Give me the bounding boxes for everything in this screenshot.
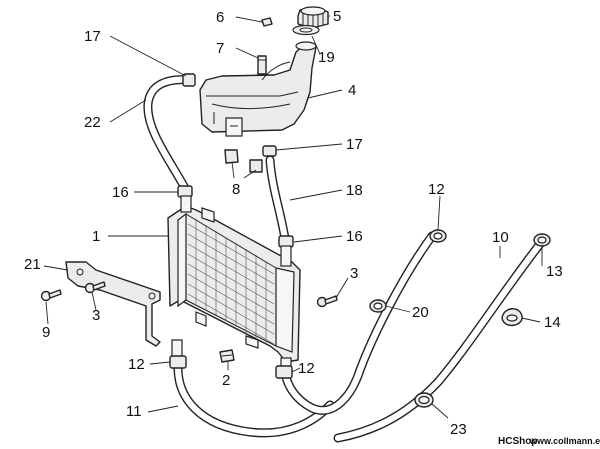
callout-22: 22 — [84, 114, 101, 131]
watermark-url: www.collmann.eu — [529, 436, 600, 446]
grommet-14 — [501, 308, 523, 326]
cap-seal — [292, 24, 320, 36]
clamp-23 — [414, 392, 434, 408]
callout-19: 19 — [318, 49, 335, 66]
clamp-12-top-right — [429, 229, 447, 243]
screw-3-right — [316, 295, 338, 308]
hose-20 — [280, 231, 437, 415]
callout-8: 8 — [232, 181, 240, 198]
callout-12-top-right: 12 — [428, 181, 445, 198]
clamp-17-bottom — [262, 145, 277, 157]
filler-cap — [297, 6, 329, 29]
callout-16-left: 16 — [112, 184, 129, 201]
callout-13: 13 — [546, 263, 563, 280]
clamp-12-bottom-left — [169, 355, 187, 369]
hose-10 — [333, 239, 545, 443]
callout-4: 4 — [348, 82, 356, 99]
radiator-stub-top — [180, 195, 192, 213]
watermark-shop: HCShop — [498, 436, 537, 447]
hose-22 — [143, 75, 195, 195]
callout-12-bottom-left: 12 — [128, 356, 145, 373]
hose-18 — [265, 155, 291, 250]
callout-23: 23 — [450, 421, 467, 438]
screw-9 — [40, 289, 62, 302]
clip-2 — [219, 349, 235, 363]
callout-16-right: 16 — [346, 228, 363, 245]
clamp-20 — [369, 299, 387, 313]
screw-3-left — [84, 281, 106, 294]
clamp-13 — [533, 233, 551, 247]
leader-lines — [43, 15, 543, 419]
callout-18: 18 — [346, 182, 363, 199]
callout-3-left: 3 — [92, 307, 100, 324]
clamp-17-top — [182, 73, 196, 87]
tank-bracket — [225, 117, 243, 137]
radiator — [167, 205, 301, 363]
radiator-core — [187, 219, 275, 345]
nut-8a — [224, 149, 239, 164]
callout-1: 1 — [92, 228, 100, 245]
callout-14: 14 — [544, 314, 561, 331]
clamp-12-bottom-mid — [275, 365, 293, 379]
screw-7 — [257, 55, 267, 75]
clip-6 — [261, 17, 273, 27]
callout-21: 21 — [24, 256, 41, 273]
callout-20: 20 — [412, 304, 429, 321]
callout-5: 5 — [333, 8, 341, 25]
expansion-tank — [199, 41, 317, 133]
nut-8b — [249, 159, 263, 173]
radiator-stub-right — [280, 245, 292, 267]
callout-7: 7 — [216, 40, 224, 57]
mounting-bracket — [65, 261, 161, 347]
callout-2: 2 — [222, 372, 230, 389]
callout-11: 11 — [126, 403, 142, 420]
clamp-16-right — [278, 235, 294, 248]
callout-12-bottom-mid: 12 — [298, 360, 315, 377]
callout-6: 6 — [216, 9, 224, 26]
clamp-16-left — [177, 185, 193, 198]
callout-10: 10 — [492, 229, 509, 246]
callout-3-right: 3 — [350, 265, 358, 282]
hose-11 — [173, 363, 335, 438]
callout-17-top: 17 — [84, 28, 101, 45]
callout-17-bottom: 17 — [346, 136, 363, 153]
callout-9: 9 — [42, 324, 50, 341]
